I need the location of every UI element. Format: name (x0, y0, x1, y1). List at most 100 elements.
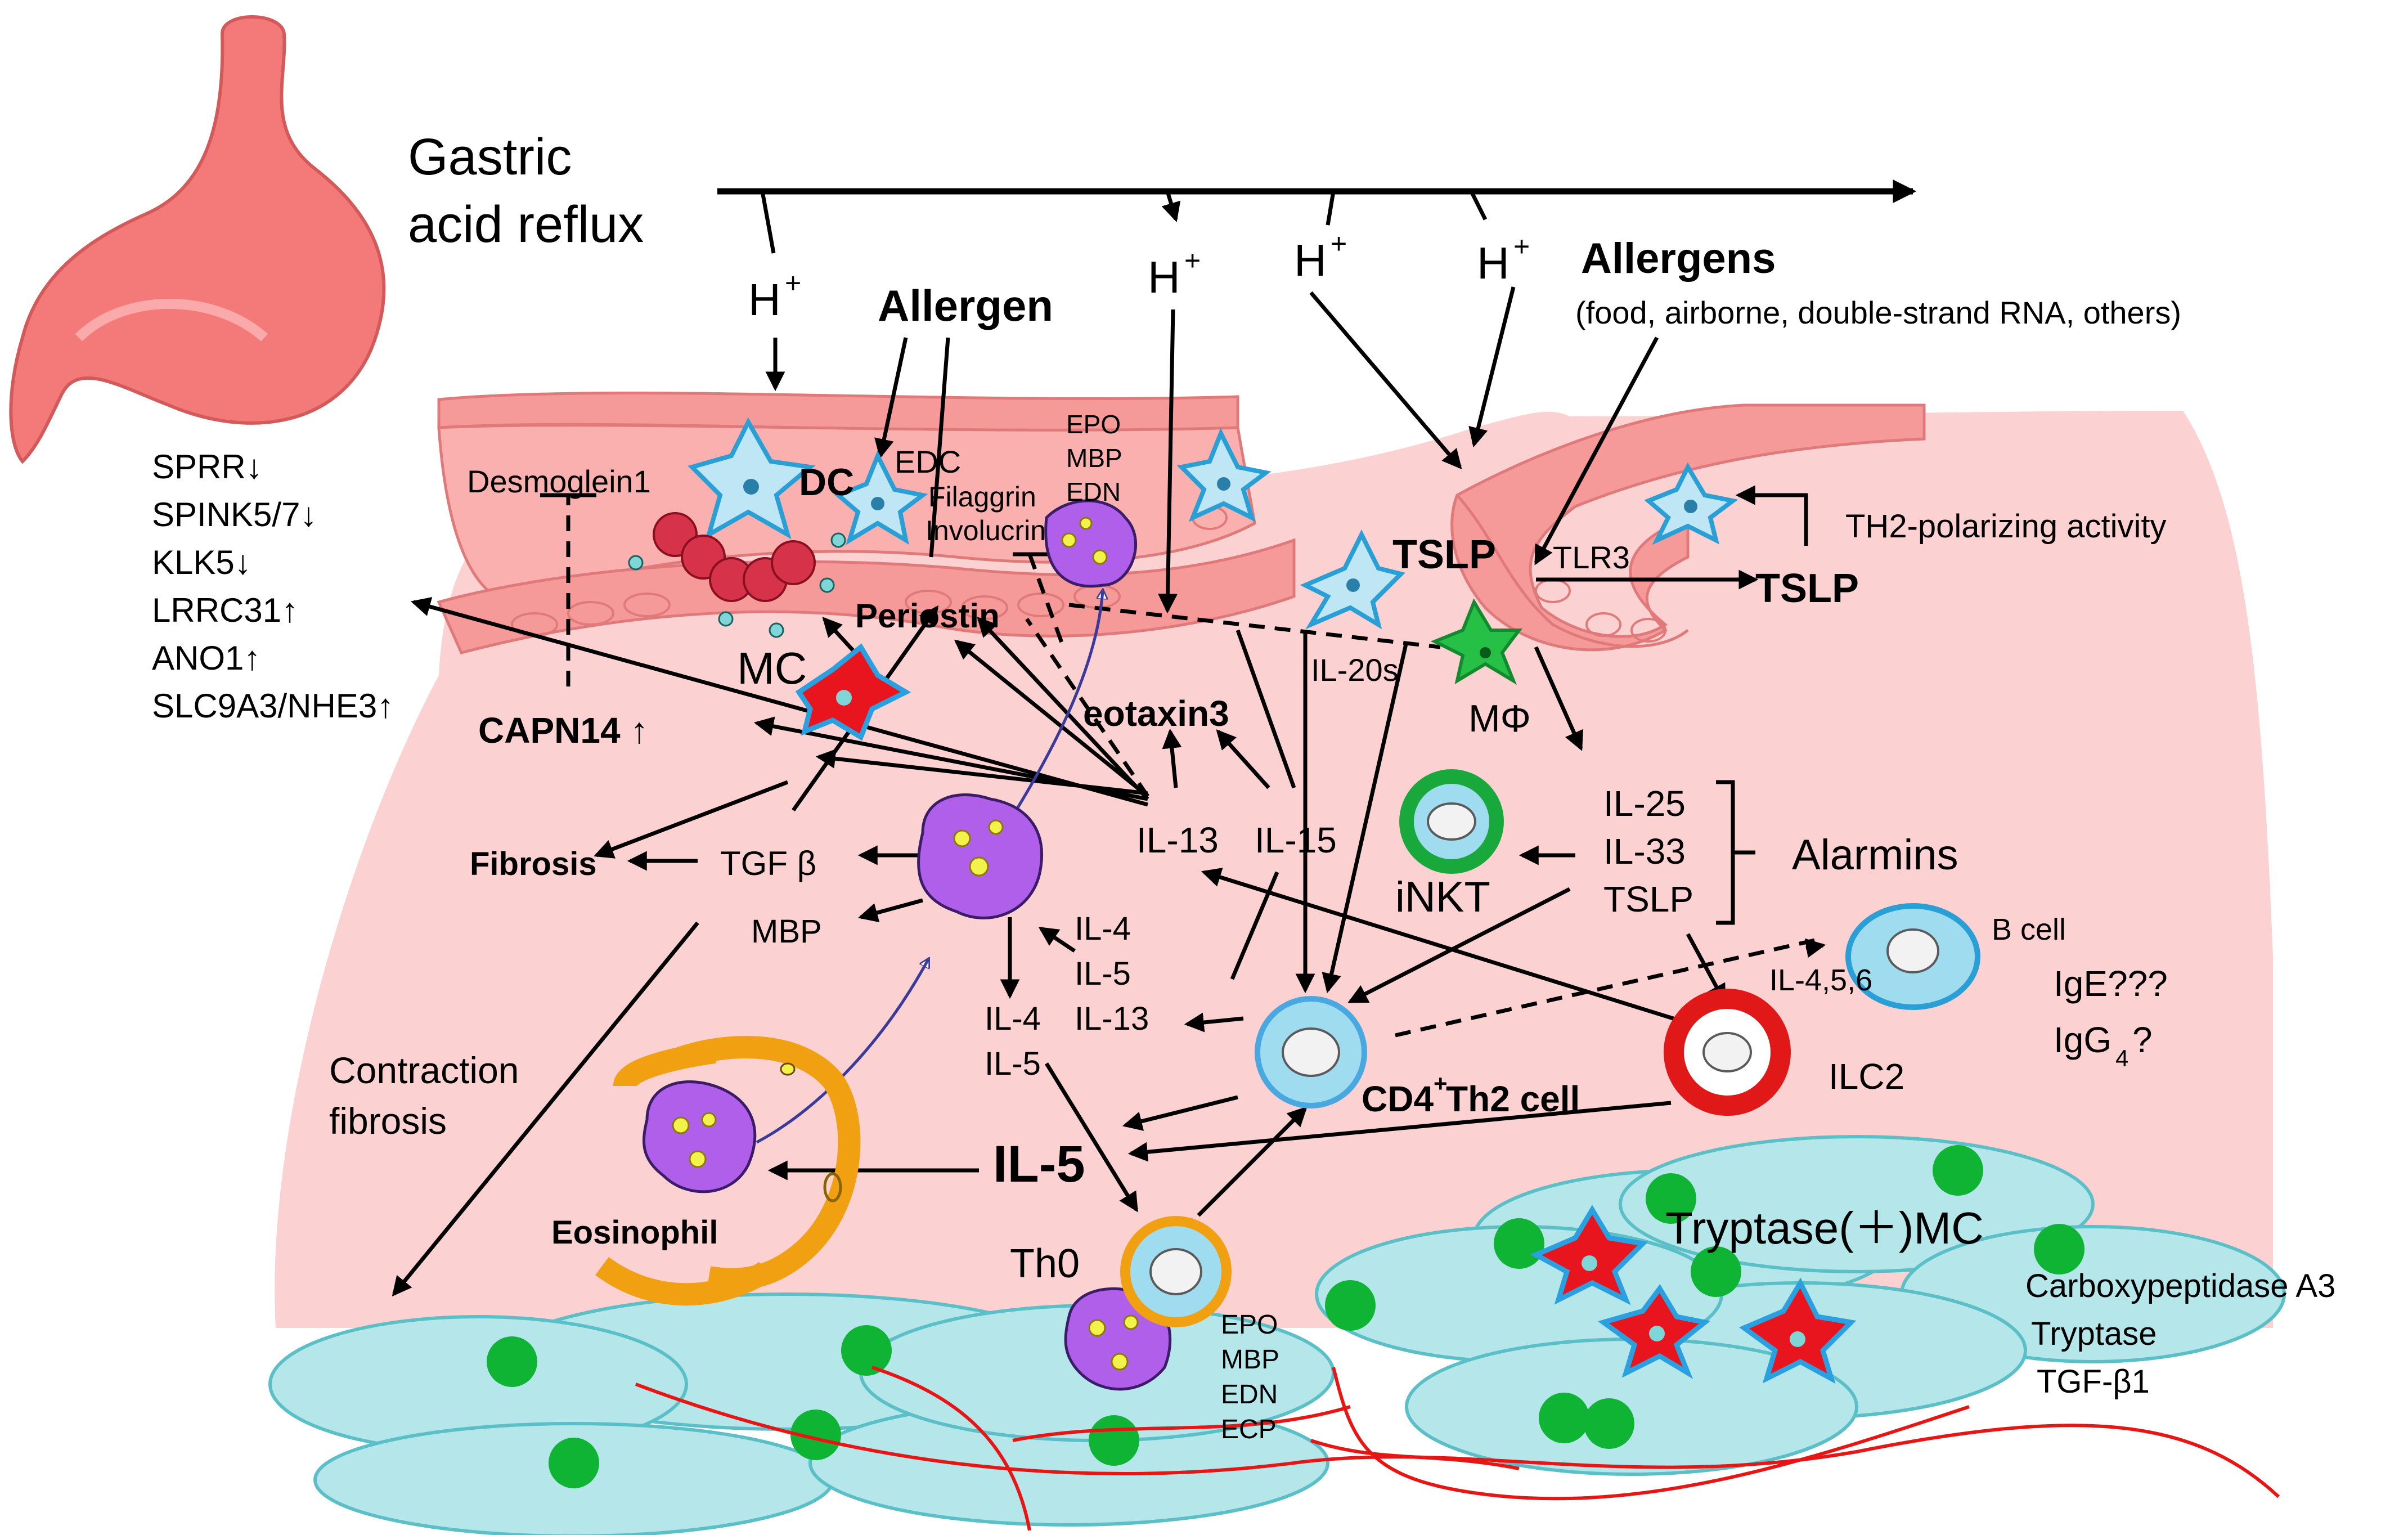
svg-text:IgG: IgG (2054, 1020, 2112, 1060)
gene-slc9a3: SLC9A3/NHE3↑ (152, 687, 394, 725)
gene-sprr: SPRR↓ (152, 448, 263, 486)
h-plus-2: H + (1148, 245, 1201, 302)
inkt-cell (1399, 769, 1504, 874)
dc-label: DC (799, 461, 854, 504)
gene-lrrc31: LRRC31↑ (152, 591, 298, 629)
pathway-arrows (392, 286, 1826, 1297)
dendritic-cell-5 (1644, 462, 1738, 545)
collagen-fibers (635, 1366, 2280, 1531)
svg-text:H: H (748, 275, 781, 325)
edn-label-epithelium: EDN (1066, 477, 1121, 506)
gene-list: SPRR↓ SPINK5/7↓ KLK5↓ LRRC31↑ ANO1↑ SLC9… (152, 448, 394, 725)
h-plus-4: H + (1477, 231, 1530, 288)
th0-cell (1120, 1216, 1232, 1327)
cd4-th2-label: CD4 + Th2 cell (1362, 1070, 1580, 1119)
svg-text:+: + (1184, 245, 1201, 276)
svg-text:H: H (1294, 235, 1327, 285)
macrophage-label: MΦ (1468, 697, 1531, 740)
edn-label-muscle: EDN (1221, 1380, 1278, 1410)
gastric-label-line2: acid reflux (408, 196, 644, 253)
mbp-label-lamina: MBP (751, 913, 822, 950)
il33-label: IL-33 (1603, 831, 1686, 872)
dendritic-cell-1 (688, 417, 816, 540)
ilc2-label: ILC2 (1829, 1056, 1904, 1097)
capn14-label: CAPN14 ↑ (478, 710, 648, 751)
eosinophil-label: Eosinophil (551, 1214, 718, 1251)
involucrin-label: Involucrin (926, 515, 1046, 546)
macrophage-cell (1430, 598, 1522, 685)
mast-cell-cluster (628, 512, 846, 638)
th2-polarizing-label: TH2-polarizing activity (1845, 508, 2167, 545)
mc-label: MC (737, 643, 807, 693)
gene-klk5: KLK5↓ (152, 544, 251, 581)
il13-label-right: IL-13 (1075, 1000, 1149, 1037)
tgfb1-label: TGF-β1 (2037, 1363, 2150, 1400)
ecp-label-muscle: ECP (1221, 1415, 1277, 1444)
allergens-label: Allergens (1581, 235, 1776, 282)
il5-label-right: IL-5 (1075, 955, 1131, 992)
tlr3-label: TLR3 (1553, 540, 1630, 575)
allergens-sublabel: (food, airborne, double-strand RNA, othe… (1575, 295, 2181, 330)
filaggrin-label: Filaggrin (928, 481, 1036, 513)
svg-text:+: + (785, 267, 801, 299)
svg-text:H: H (1148, 252, 1180, 302)
epo-label-muscle: EPO (1221, 1310, 1278, 1340)
svg-text:+: + (1434, 1070, 1448, 1097)
b-cell-label: B cell (1992, 913, 2066, 946)
alarmins-label: Alarmins (1792, 831, 1958, 879)
fibrosis-label: Fibrosis (470, 846, 597, 882)
mbp-label-epithelium: MBP (1066, 443, 1122, 473)
mast-cell (795, 643, 911, 741)
il4-label-left: IL-4 (985, 1000, 1041, 1037)
th0-label: Th0 (1010, 1241, 1080, 1286)
tryptase-label: Tryptase (2031, 1316, 2157, 1352)
gene-spink: SPINK5/7↓ (152, 496, 317, 533)
eosinophil-migration-arrows (756, 591, 1103, 1144)
periostin-label: Periostin (855, 597, 1000, 635)
carboxypeptidase-label: Carboxypeptidase A3 (2025, 1268, 2335, 1304)
desmoglein-label: Desmoglein1 (467, 464, 651, 499)
epo-label-epithelium: EPO (1066, 410, 1121, 439)
il5-label-left: IL-5 (985, 1045, 1041, 1082)
eosinophil-in-vessel (642, 1080, 757, 1193)
svg-text:H: H (1477, 238, 1510, 288)
fibrosis-lower-label: fibrosis (329, 1100, 447, 1142)
contraction-label: Contraction (329, 1049, 519, 1091)
blood-vessel (595, 1035, 861, 1306)
tslp-label-alarmins: TSLP (1603, 879, 1693, 919)
gene-ano1: ANO1↑ (152, 639, 260, 677)
allergen-label: Allergen (878, 281, 1053, 330)
svg-text:+: + (1331, 228, 1347, 259)
inkt-label: iNKT (1395, 873, 1490, 921)
gastric-label-line1: Gastric (408, 128, 572, 186)
svg-text:Th2 cell: Th2 cell (1446, 1079, 1580, 1119)
tslp-label-right: TSLP (1755, 566, 1859, 611)
eosinophil-lamina (917, 793, 1043, 919)
h-plus-3: H + (1294, 228, 1347, 285)
eosinophil-epithelium (1044, 499, 1137, 588)
dendritic-cell-3 (1176, 428, 1272, 522)
ige-label: IgE??? (2054, 963, 2168, 1004)
mbp-label-muscle: MBP (1221, 1345, 1279, 1375)
edc-label: EDC (895, 444, 961, 479)
tgfb-label: TGF β (720, 845, 816, 882)
ilc2-cell (1664, 989, 1791, 1116)
svg-text:4: 4 (2115, 1045, 2128, 1071)
eotaxin3-label: eotaxin3 (1083, 693, 1229, 734)
tryptase-mast-cells (1530, 1205, 1857, 1384)
svg-text:?: ? (2132, 1020, 2153, 1060)
il15-label: IL-15 (1255, 820, 1337, 860)
h-plus-1: H + (748, 267, 801, 325)
il25-label: IL-25 (1603, 783, 1686, 824)
alarmins-bracket (1716, 780, 1755, 925)
dendritic-cell-4 (1300, 529, 1405, 630)
il4-label-right: IL-4 (1075, 910, 1131, 947)
il13-label-upper: IL-13 (1136, 820, 1219, 860)
tslp-label-epithelium: TSLP (1392, 532, 1496, 577)
il456-label: IL-4,5,6 (1769, 963, 1872, 997)
b-cell (1845, 903, 1980, 1010)
svg-text:CD4: CD4 (1362, 1079, 1434, 1119)
il20s-label: IL-20s (1311, 652, 1399, 688)
dendritic-cell-2 (834, 450, 928, 545)
